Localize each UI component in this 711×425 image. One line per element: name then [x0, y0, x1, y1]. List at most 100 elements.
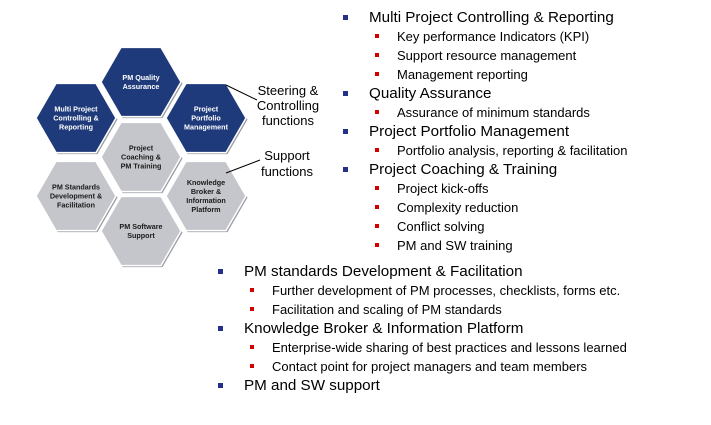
sub-bullet-text: Facilitation and scaling of PM standards: [272, 302, 502, 317]
hexagon-label-line: Project: [129, 144, 154, 153]
sub-bullet-text: Key performance Indicators (KPI): [397, 29, 590, 44]
square-bullet-icon: [218, 269, 223, 274]
bullet-item: Quality Assurance: [343, 84, 628, 103]
hexagon-label-line: Facilitation: [57, 201, 95, 210]
sub-bullet-item: Key performance Indicators (KPI): [343, 27, 628, 46]
sub-bullet-item: Management reporting: [343, 65, 628, 84]
small-square-bullet-icon: [250, 288, 254, 292]
sub-bullet-item: PM and SW training: [343, 236, 628, 255]
sub-bullet-item: Complexity reduction: [343, 198, 628, 217]
hexagon-label-line: Information: [186, 196, 226, 205]
steering-callout-label-line: functions: [262, 113, 315, 128]
sub-bullet-text: PM and SW training: [397, 238, 513, 253]
small-square-bullet-icon: [250, 345, 254, 349]
hexagon-label-line: Management: [184, 123, 229, 132]
hexagon-label-line: Reporting: [59, 123, 93, 132]
hexagon-label-line: Portfolio: [191, 114, 221, 123]
bullet-item: Project Portfolio Management: [343, 122, 628, 141]
small-square-bullet-icon: [375, 53, 379, 57]
hexagon-shape: [165, 160, 247, 232]
sub-bullet-item: Assurance of minimum standards: [343, 103, 628, 122]
bullet-item: Knowledge Broker & Information Platform: [218, 319, 627, 338]
sub-bullet-text: Contact point for project managers and t…: [272, 359, 588, 374]
sub-bullet-item: Contact point for project managers and t…: [218, 357, 627, 376]
hexagon-label-line: Multi Project: [54, 105, 98, 114]
square-bullet-icon: [343, 15, 348, 20]
square-bullet-icon: [343, 167, 348, 172]
bullet-item: PM and SW support: [218, 376, 627, 395]
support-callout-label-line: functions: [261, 164, 314, 179]
hexagon-label-line: Controlling &: [53, 114, 99, 123]
bullet-text: Knowledge Broker & Information Platform: [244, 320, 524, 337]
hexagon-shape: [100, 195, 182, 267]
square-bullet-icon: [218, 383, 223, 388]
steering-callout-label-line: Steering &: [258, 83, 319, 98]
sub-bullet-item: Project kick-offs: [343, 179, 628, 198]
steering-connector-line: [225, 84, 258, 101]
bullet-item: Project Coaching & Training: [343, 160, 628, 179]
hexagon-label-line: Project: [194, 105, 219, 114]
bullet-text: Project Portfolio Management: [369, 123, 570, 140]
sub-bullet-text: Management reporting: [397, 67, 528, 82]
hexagon-label-line: Broker &: [191, 187, 221, 196]
square-bullet-icon: [343, 91, 348, 96]
bullet-text: Project Coaching & Training: [369, 161, 558, 178]
hexagon-label-line: Development &: [50, 192, 102, 201]
square-bullet-icon: [218, 326, 223, 331]
small-square-bullet-icon: [250, 307, 254, 311]
hexagon-label-line: Assurance: [123, 82, 160, 91]
small-square-bullet-icon: [375, 205, 379, 209]
sub-bullet-text: Support resource management: [397, 48, 577, 63]
hexagon-shape: [100, 121, 182, 193]
small-square-bullet-icon: [375, 148, 379, 152]
sub-bullet-text: Complexity reduction: [397, 200, 519, 215]
bullet-item: Multi Project Controlling & Reporting: [343, 8, 628, 27]
sub-bullet-text: Further development of PM processes, che…: [272, 283, 621, 298]
support-connector-line: [225, 159, 261, 174]
sub-bullet-text: Portfolio analysis, reporting & facilita…: [397, 143, 628, 158]
bullet-item: PM standards Development & Facilitation: [218, 262, 627, 281]
small-square-bullet-icon: [375, 186, 379, 190]
bullet-text: Multi Project Controlling & Reporting: [369, 9, 614, 26]
sub-bullet-item: Support resource management: [343, 46, 628, 65]
support-callout-label-line: Support: [264, 148, 310, 163]
small-square-bullet-icon: [250, 364, 254, 368]
sub-bullet-item: Facilitation and scaling of PM standards: [218, 300, 627, 319]
hexagon-label-line: Coaching &: [121, 153, 161, 162]
hexagon-label-line: PM Training: [121, 162, 162, 171]
steering-callout-label-line: Controlling: [257, 98, 319, 113]
small-square-bullet-icon: [375, 34, 379, 38]
sub-bullet-text: Enterprise-wide sharing of best practice…: [272, 340, 627, 355]
hexagon-shape: [100, 46, 182, 118]
small-square-bullet-icon: [375, 243, 379, 247]
hexagon-shape: [35, 82, 117, 154]
hexagon-shape: [165, 82, 247, 154]
hexagon-label-line: PM Software: [119, 222, 162, 231]
small-square-bullet-icon: [375, 72, 379, 76]
hexagon-label-line: Support: [127, 231, 155, 240]
hexagon-label-line: Platform: [191, 205, 220, 214]
sub-bullet-item: Enterprise-wide sharing of best practice…: [218, 338, 627, 357]
bullet-text: PM standards Development & Facilitation: [244, 263, 523, 280]
sub-bullet-item: Conflict solving: [343, 217, 628, 236]
